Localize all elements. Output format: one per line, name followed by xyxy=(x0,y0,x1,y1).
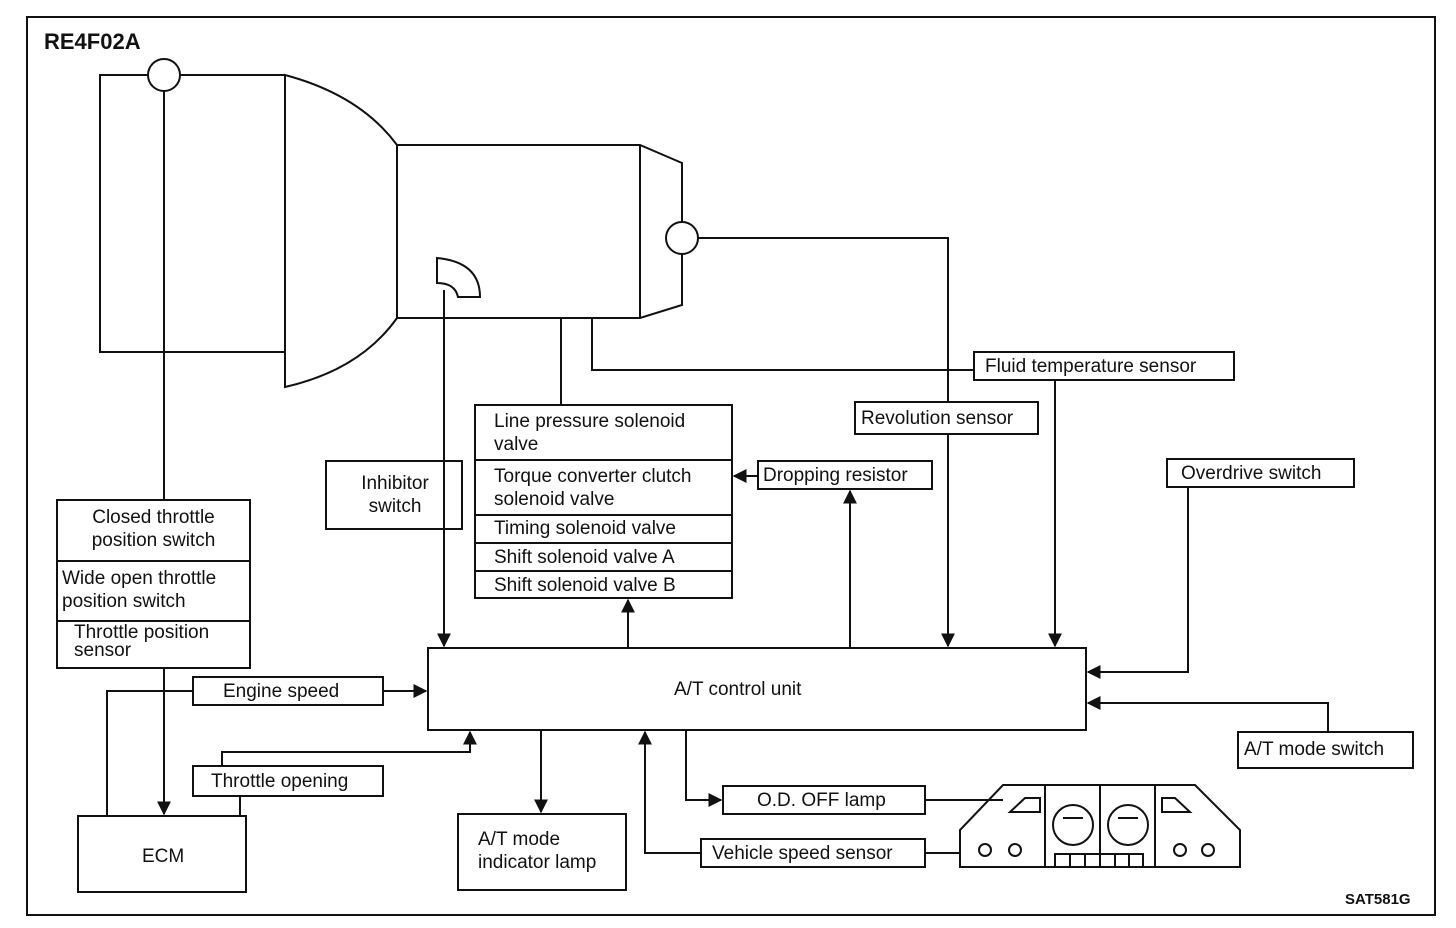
throttle-switch-group-box xyxy=(56,499,251,669)
connection-lines xyxy=(106,91,1329,854)
at-mode-switch-label: A/T mode switch xyxy=(1244,739,1385,760)
closed-throttle-switch-label: Closed throttle position switch xyxy=(91,507,216,551)
overdrive-switch-box xyxy=(1166,458,1355,488)
throttle-position-sensor-label: Throttle position sensor xyxy=(74,622,210,661)
shift-solenoid-a-label: Shift solenoid valve A xyxy=(494,547,675,568)
torque-converter-solenoid-label: Torque converter clutch solenoid valve xyxy=(494,466,692,510)
transaxle-illustration xyxy=(99,58,699,389)
diagram-frame xyxy=(26,16,1436,916)
at-mode-indicator-label: A/T mode indicator lamp xyxy=(478,829,597,873)
inhibitor-switch-label: Inhibitor switch xyxy=(361,473,429,517)
ecm-label: ECM xyxy=(142,846,185,867)
at-mode-switch-box xyxy=(1237,731,1414,769)
line-pressure-solenoid-label: Line pressure solenoid valve xyxy=(494,411,686,455)
timing-solenoid-label: Timing solenoid valve xyxy=(494,518,676,539)
fluid-temp-sensor-box xyxy=(973,351,1235,381)
vehicle-speed-sensor-label: Vehicle speed sensor xyxy=(712,843,893,864)
solenoid-group-box xyxy=(474,404,733,599)
instrument-panel-illustration xyxy=(959,784,1241,868)
throttle-opening-label: Throttle opening xyxy=(211,771,349,792)
revolution-sensor-circle-icon xyxy=(665,221,699,255)
throttle-opening-box xyxy=(192,765,384,797)
inhibitor-switch-box xyxy=(325,460,463,530)
inhibitor-quadrant-icon xyxy=(436,256,482,298)
at-mode-indicator-box xyxy=(457,813,627,891)
wide-open-throttle-switch-label: Wide open throttle position switch xyxy=(62,568,217,612)
at-control-unit-box xyxy=(427,647,1087,731)
throttle-sensor-circle-icon xyxy=(147,58,181,92)
ecm-box xyxy=(77,815,247,893)
model-title: RE4F02A xyxy=(44,29,141,54)
figure-code: SAT581G xyxy=(1345,891,1411,908)
shift-solenoid-b-label: Shift solenoid valve B xyxy=(494,575,676,596)
engine-speed-label: Engine speed xyxy=(223,681,340,702)
fluid-temp-sensor-label: Fluid temperature sensor xyxy=(985,356,1197,377)
revolution-sensor-label: Revolution sensor xyxy=(861,408,1014,429)
revolution-sensor-box xyxy=(854,401,1039,435)
overdrive-switch-label: Overdrive switch xyxy=(1181,463,1322,484)
od-off-lamp-label: O.D. OFF lamp xyxy=(757,790,886,811)
at-control-unit-label: A/T control unit xyxy=(674,679,802,700)
dropping-resistor-label: Dropping resistor xyxy=(763,465,908,486)
